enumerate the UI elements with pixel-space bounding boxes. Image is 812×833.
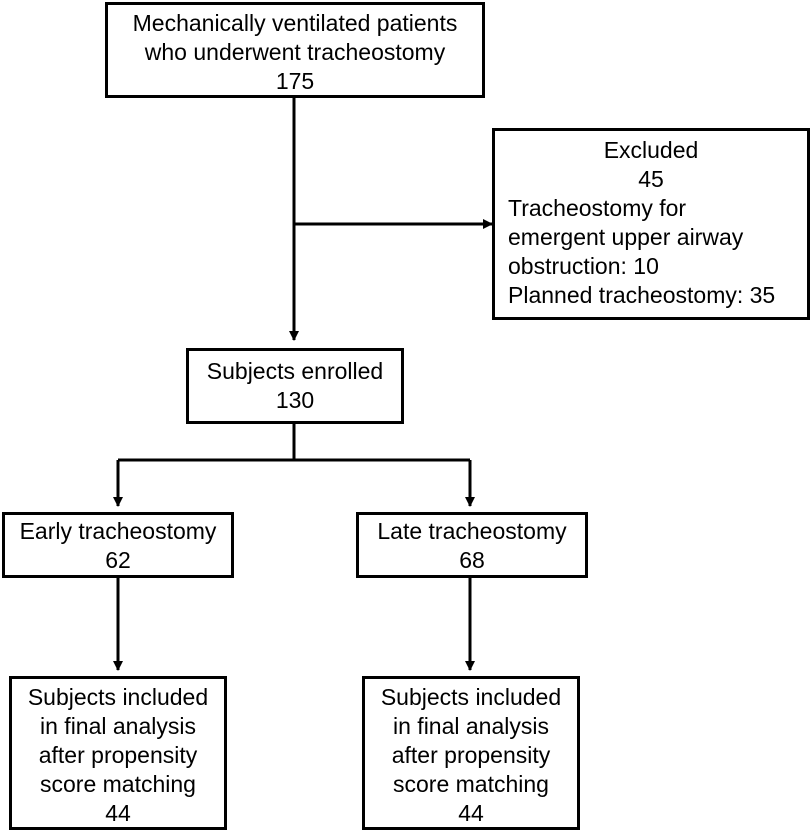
root-line-1: Mechanically ventilated patients: [132, 10, 458, 36]
early-label: Early tracheostomy: [19, 518, 217, 544]
excluded-count: 45: [638, 166, 664, 192]
enrolled-label: Subjects enrolled: [206, 358, 384, 384]
late-box: Late tracheostomy 68: [356, 512, 588, 578]
late-final-line-4: score matching: [393, 771, 549, 797]
early-final-box: Subjects included in final analysis afte…: [9, 676, 227, 830]
excluded-detail-4: Planned tracheostomy: 35: [508, 282, 776, 308]
excluded-title: Excluded: [603, 137, 699, 163]
late-final-box: Subjects included in final analysis afte…: [362, 676, 580, 830]
early-final-line-1: Subjects included: [27, 684, 209, 710]
excluded-detail-1: Tracheostomy for: [508, 195, 687, 221]
early-count: 62: [105, 547, 131, 573]
early-box: Early tracheostomy 62: [2, 512, 234, 578]
root-line-2: who underwent tracheostomy: [144, 39, 446, 65]
late-final-line-3: after propensity: [391, 742, 551, 768]
enrolled-count: 130: [275, 387, 315, 413]
excluded-detail-2: emergent upper airway: [508, 224, 744, 250]
root-box: Mechanically ventilated patients who und…: [105, 2, 485, 98]
early-final-line-4: score matching: [40, 771, 196, 797]
late-final-count: 44: [458, 800, 484, 826]
early-final-count: 44: [105, 800, 131, 826]
late-final-line-1: Subjects included: [380, 684, 562, 710]
early-final-line-2: in final analysis: [40, 713, 196, 739]
late-final-line-2: in final analysis: [393, 713, 549, 739]
late-label: Late tracheostomy: [377, 518, 567, 544]
root-count: 175: [275, 68, 315, 94]
excluded-box: Excluded 45 Tracheostomy for emergent up…: [492, 128, 810, 320]
early-final-line-3: after propensity: [38, 742, 198, 768]
excluded-detail-3: obstruction: 10: [508, 253, 659, 279]
late-count: 68: [459, 547, 485, 573]
enrolled-box: Subjects enrolled 130: [186, 348, 404, 424]
